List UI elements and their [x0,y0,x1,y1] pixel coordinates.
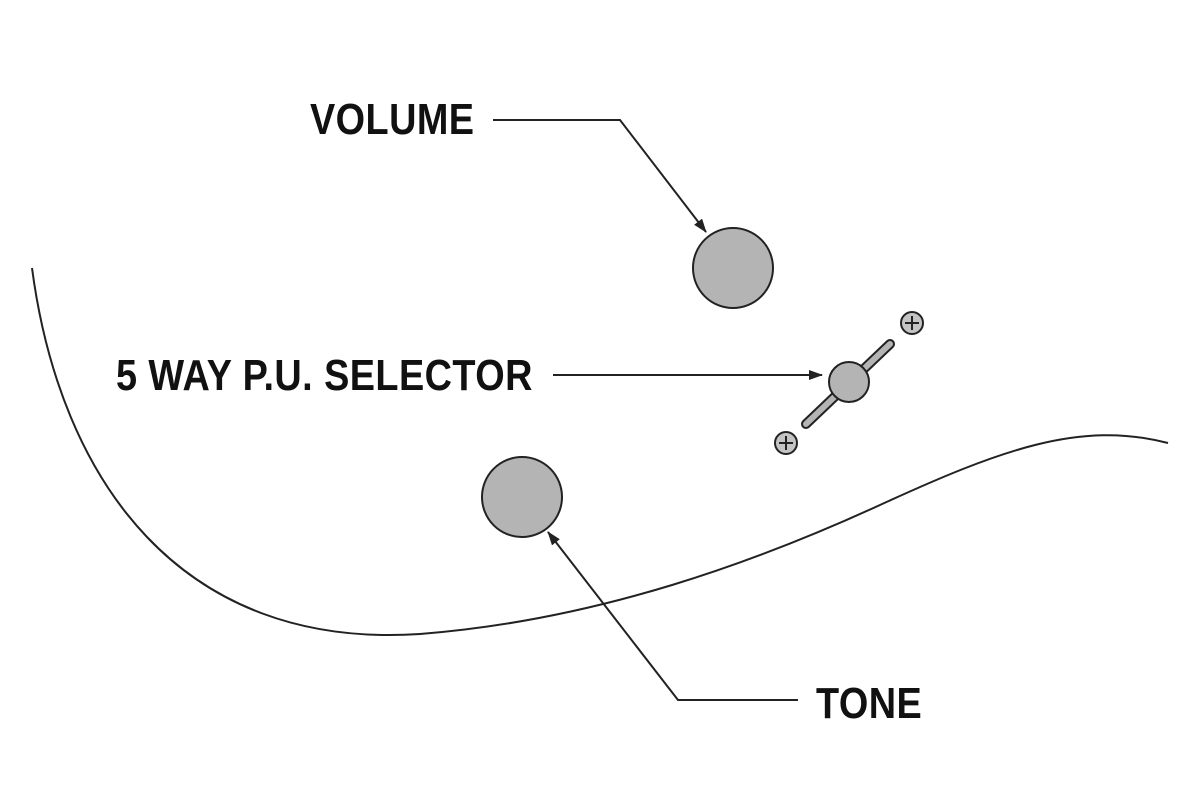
tone-label: TONE [816,679,923,728]
tone-knob-icon[interactable] [481,456,563,538]
guitar-body-outline [31,267,1169,637]
selector-lever-tip-icon[interactable] [828,361,870,403]
volume-knob-icon[interactable] [692,227,774,309]
volume-leader-arrow [493,119,707,233]
tone-leader-arrow [547,531,798,701]
upper-screw-icon [900,311,924,335]
pickup-selector-label: 5 WAY P.U. SELECTOR [116,351,533,400]
lower-screw-icon [774,431,798,455]
volume-label: VOLUME [310,95,475,144]
pickup-selector-switch-icon[interactable] [801,339,895,429]
